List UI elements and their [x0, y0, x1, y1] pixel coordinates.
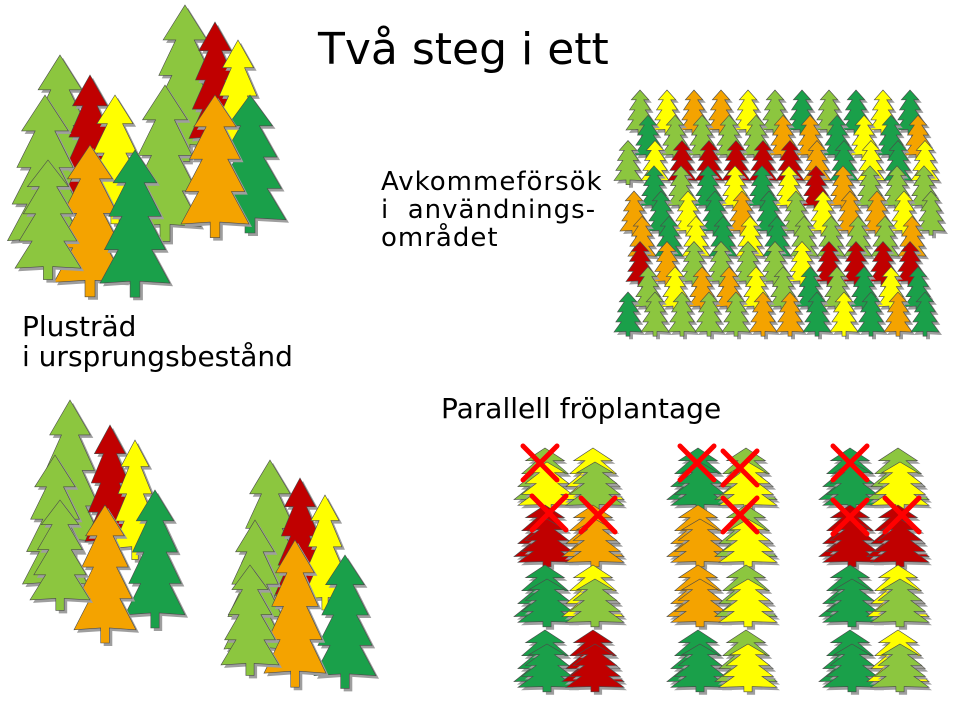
trial-tree: [694, 291, 724, 337]
plus-tree-stand-2: [21, 399, 188, 646]
removal-cross: [578, 495, 618, 535]
orchard-tree: [822, 578, 882, 628]
trial-tree: [748, 291, 778, 337]
stand-tree: [124, 489, 186, 629]
orchard-tree: [718, 578, 778, 628]
stand-tree: [263, 539, 327, 688]
stand-tree: [220, 564, 280, 676]
orchard-tree: [565, 578, 625, 628]
removal-cross: [830, 497, 870, 537]
avkommeforsok-label-line-2: i användnings-: [381, 195, 597, 225]
stand-tree: [14, 159, 82, 280]
avkommeforsok-label: Avkommeförsök i användnings- området: [381, 168, 603, 252]
avkommeforsok-label-line-3: området: [381, 223, 499, 253]
removal-cross: [720, 448, 760, 488]
plustrad-label: Plusträd i ursprungsbestånd: [22, 312, 293, 372]
orchard-tree: [565, 643, 625, 693]
plus-tree-stand-3: [220, 459, 379, 692]
stand-tree: [180, 94, 250, 238]
trial-tree: [829, 291, 859, 337]
trial-tree: [613, 291, 643, 337]
trial-tree: [910, 291, 940, 337]
avkommeforsok-label-line-1: Avkommeförsök: [381, 167, 603, 197]
trial-tree: [640, 291, 670, 337]
removal-cross: [882, 495, 922, 535]
seed-orchard: [513, 443, 932, 695]
stand-tree: [99, 149, 171, 298]
progeny-trial: [613, 89, 948, 340]
parallell-label: Parallell fröplantage: [441, 392, 722, 425]
trial-tree: [883, 291, 913, 337]
orchard-tree: [718, 643, 778, 693]
orchard-tree: [870, 643, 930, 693]
orchard-tree: [670, 643, 730, 693]
stand-tree: [29, 499, 91, 611]
orchard-tree: [670, 578, 730, 628]
trial-tree: [613, 140, 643, 185]
trial-tree: [802, 291, 832, 337]
plustrad-label-line-1: Plusträd: [22, 310, 137, 343]
stand-tree: [313, 554, 377, 689]
trial-tree: [916, 190, 946, 236]
orchard-tree: [517, 643, 577, 693]
trial-tree: [667, 291, 697, 337]
plustrad-label-line-2: i ursprungsbestånd: [22, 340, 293, 373]
plus-tree-stand-1: [6, 4, 289, 301]
removal-cross: [677, 443, 717, 483]
orchard-tree: [822, 643, 882, 693]
orchard-tree: [517, 578, 577, 628]
removal-cross: [830, 443, 870, 483]
trial-tree: [721, 291, 751, 337]
removal-cross: [520, 443, 560, 483]
page-title: Två steg i ett: [318, 24, 609, 75]
trial-tree: [775, 291, 805, 337]
stand-tree: [73, 504, 137, 644]
removal-cross: [720, 495, 760, 535]
trial-tree: [856, 291, 886, 337]
orchard-tree: [870, 578, 930, 628]
removal-cross: [529, 493, 569, 533]
